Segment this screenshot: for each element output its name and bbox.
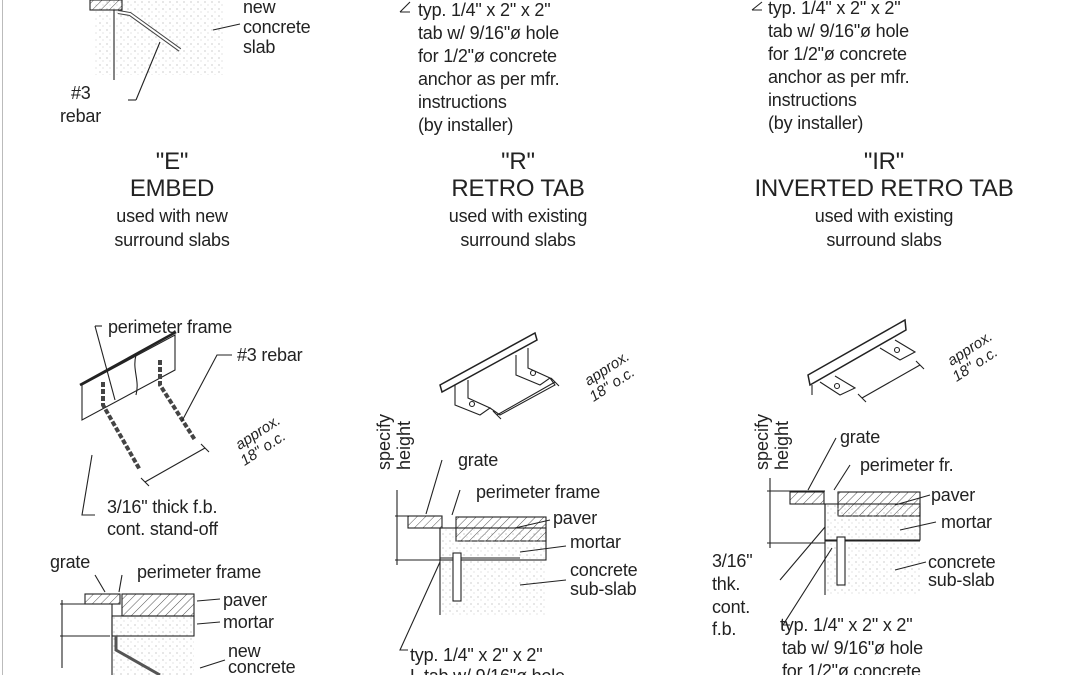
label-paver: paver (553, 508, 598, 528)
label-new-concrete: concrete (228, 657, 296, 675)
ir-note-leader (751, 1, 763, 11)
label-perimeter-frame: perimeter frame (476, 482, 601, 502)
label-mortar: mortar (223, 612, 274, 632)
label-perimeter-frame: perimeter frame (137, 562, 262, 582)
label-specify-height: specify (752, 413, 772, 470)
retro-title: RETRO TAB (451, 175, 585, 202)
label-mortar: mortar (570, 532, 621, 552)
embed-section-bottom (60, 574, 226, 675)
label-grate: grate (840, 427, 881, 447)
retro-subtitle: used with existing (448, 206, 588, 226)
label-standoff: f.b. (712, 619, 737, 639)
label-standoff: cont. (712, 597, 751, 617)
ir-iso-frame (807, 318, 925, 403)
label-standoff: cont. stand-off (107, 519, 218, 539)
label-rebar: #3 (71, 83, 91, 103)
label-standoff: thk. (712, 574, 741, 594)
ir-section (767, 437, 937, 626)
tab-note: tab w/ 9/16"ø hole (782, 638, 923, 658)
ir-code: "IR" (863, 148, 905, 175)
retro-iso-frame (439, 331, 560, 420)
label-specify-height: specify (374, 413, 394, 470)
tab-note: anchor as per mfr. (418, 69, 560, 89)
label-specify-height: height (772, 420, 792, 470)
label-grate: grate (50, 552, 91, 572)
label-perimeter-frame: perimeter fr. (860, 455, 954, 475)
ir-title: INVERTED RETRO TAB (754, 175, 1014, 202)
tab-note: for 1/2"ø concrete (768, 44, 907, 64)
tab-note: typ. 1/4" x 2" x 2" (410, 645, 543, 665)
tab-note: instructions (768, 90, 857, 110)
embed-subtitle: surround slabs (114, 230, 230, 250)
label-specify-height: height (394, 420, 414, 470)
tab-note: typ. 1/4" x 2" x 2" (768, 0, 901, 18)
label-new-concrete: concrete (243, 17, 311, 37)
label-standoff: 3/16" (712, 551, 753, 571)
retro-subtitle: surround slabs (460, 230, 576, 250)
label-standoff: 3/16" thick f.b. (107, 497, 218, 517)
tab-note: for 1/2"ø concrete (782, 661, 921, 675)
embed-section-top (89, 0, 241, 101)
ir-subtitle: surround slabs (826, 230, 942, 250)
label-concrete: sub-slab (570, 579, 637, 599)
retro-note-leader (399, 1, 411, 13)
tab-note: for 1/2"ø concrete (418, 46, 557, 66)
retro-section (395, 459, 567, 651)
label-perimeter-frame: perimeter frame (108, 317, 233, 337)
label-new-concrete: new (228, 641, 261, 661)
tab-note: typ. 1/4" x 2" x 2" (780, 615, 913, 635)
tab-note: instructions (418, 92, 507, 112)
tab-note: tab w/ 9/16"ø hole (418, 23, 559, 43)
label-paver: paver (931, 485, 976, 505)
tab-note: L tab w/ 9/16"ø hole (410, 665, 565, 675)
label-grate: grate (458, 450, 499, 470)
tab-note: tab w/ 9/16"ø hole (768, 21, 909, 41)
tab-note: typ. 1/4" x 2" x 2" (418, 0, 551, 20)
tab-note: anchor as per mfr. (768, 67, 910, 87)
embed-title: EMBED (129, 175, 215, 202)
sheet-border (2, 0, 3, 675)
label-new-concrete: slab (243, 37, 276, 57)
label-mortar: mortar (941, 512, 992, 532)
label-concrete: concrete (928, 552, 996, 572)
ir-subtitle: used with existing (814, 206, 954, 226)
label-concrete: sub-slab (928, 570, 995, 590)
embed-subtitle: used with new (116, 206, 228, 226)
retro-code: "R" (501, 148, 535, 175)
embed-iso-frame (79, 325, 232, 516)
label-paver: paver (223, 590, 268, 610)
tab-note: (by installer) (418, 115, 514, 135)
label-rebar: #3 rebar (237, 345, 303, 365)
tab-note: (by installer) (768, 113, 864, 133)
label-concrete: concrete (570, 560, 638, 580)
label-new-concrete: new (243, 0, 276, 17)
embed-code: "E" (155, 148, 189, 175)
label-rebar: rebar (60, 106, 102, 126)
